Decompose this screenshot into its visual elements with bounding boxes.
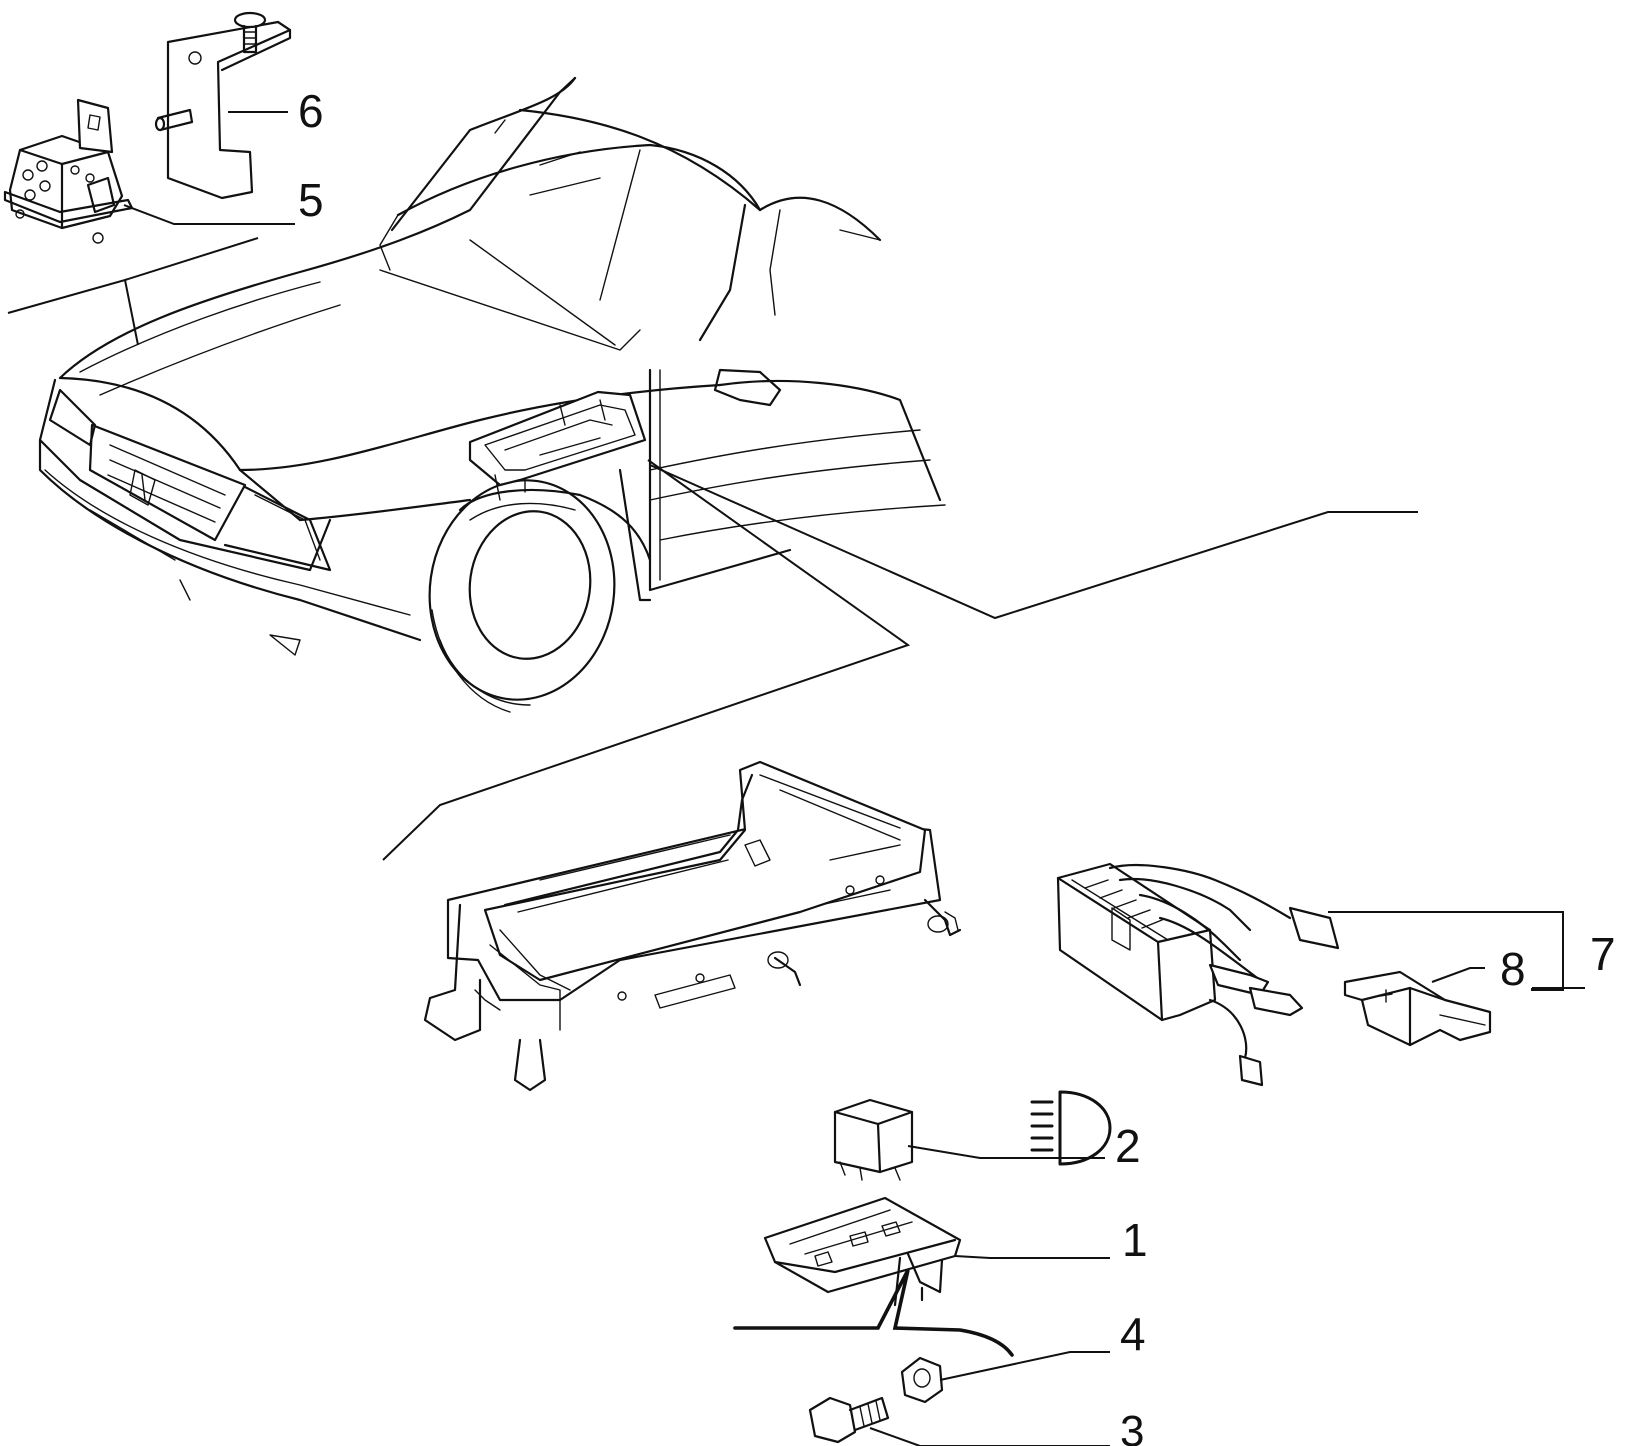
fuse-box-bracket-assembly [423,760,962,1092]
part-4-nut [900,1351,1110,1404]
callout-5: 5 [298,174,324,226]
callout-7: 7 [1590,928,1616,980]
car-front-view [7,76,1418,861]
part-2-relay [833,1090,1112,1181]
callout-3: 3 [1120,1407,1144,1446]
part-7-fuse-box-with-harness [1056,862,1585,1087]
callout-8: 8 [1500,943,1526,995]
callout-4: 4 [1120,1308,1146,1360]
callout-1: 1 [1122,1214,1148,1266]
part-8-fuse-holder [1343,967,1492,1047]
part-6-mounting-bracket [154,11,292,200]
part-1-relay-bracket [733,1196,1110,1357]
callout-2: 2 [1115,1120,1141,1172]
part-5-connector-block [3,98,295,244]
callout-6: 6 [298,85,324,137]
headlamp-high-beam-icon [1030,1090,1112,1166]
part-3-bolt [808,1396,1110,1446]
callout-labels: 6 5 8 7 2 1 4 3 [298,85,1616,1446]
